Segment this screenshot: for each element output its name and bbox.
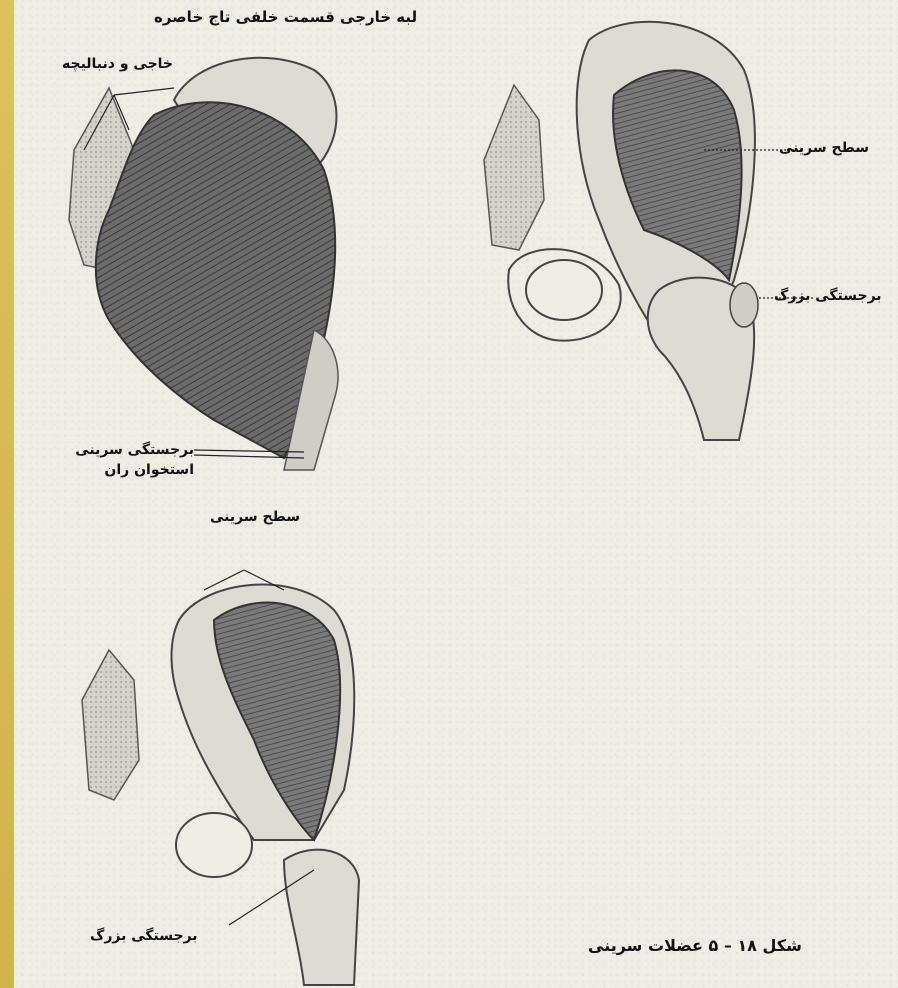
figure-gluteus-maximus	[69, 58, 338, 470]
femur-shape-3	[284, 850, 359, 985]
label-sacrum-coccyx: خاجی و دنبالیچه	[62, 56, 173, 72]
label-greater-trochanter-bottom: برجستگی بزرگ	[90, 928, 198, 944]
label-gluteal-tuberosity-line-2: استخوان ران	[74, 460, 194, 480]
figure-gluteus-minimus	[82, 570, 359, 985]
label-gluteal-tuberosity-line-1: برجستگی سرینی	[74, 440, 194, 460]
obturator-foramen	[526, 260, 602, 320]
label-iliac-crest: لبه خارجی قسمت خلفی تاج خاصره	[154, 8, 417, 26]
sacrum-shape-2	[484, 85, 544, 250]
greater-trochanter-shape	[730, 283, 758, 327]
label-greater-trochanter-right: برجستگی بزرگ	[774, 288, 882, 304]
label-gluteal-tuberosity: برجستگی سرینی استخوان ران	[74, 440, 194, 480]
label-gluteal-surface-right: سطح سرینی	[779, 140, 869, 156]
label-gluteal-surface-left: سطح سرینی	[210, 509, 300, 525]
gluteal-muscles-illustration	[14, 0, 898, 988]
obturator-foramen-3	[176, 813, 252, 877]
sacrum-shape-3	[82, 650, 139, 800]
book-page: لبه خارجی قسمت خلفی تاج خاصره خاجی و دنب…	[14, 0, 898, 988]
figure-gluteus-medius	[484, 22, 814, 440]
figure-caption: شکل ۱۸ – ۵ عضلات سرینی	[588, 936, 802, 955]
